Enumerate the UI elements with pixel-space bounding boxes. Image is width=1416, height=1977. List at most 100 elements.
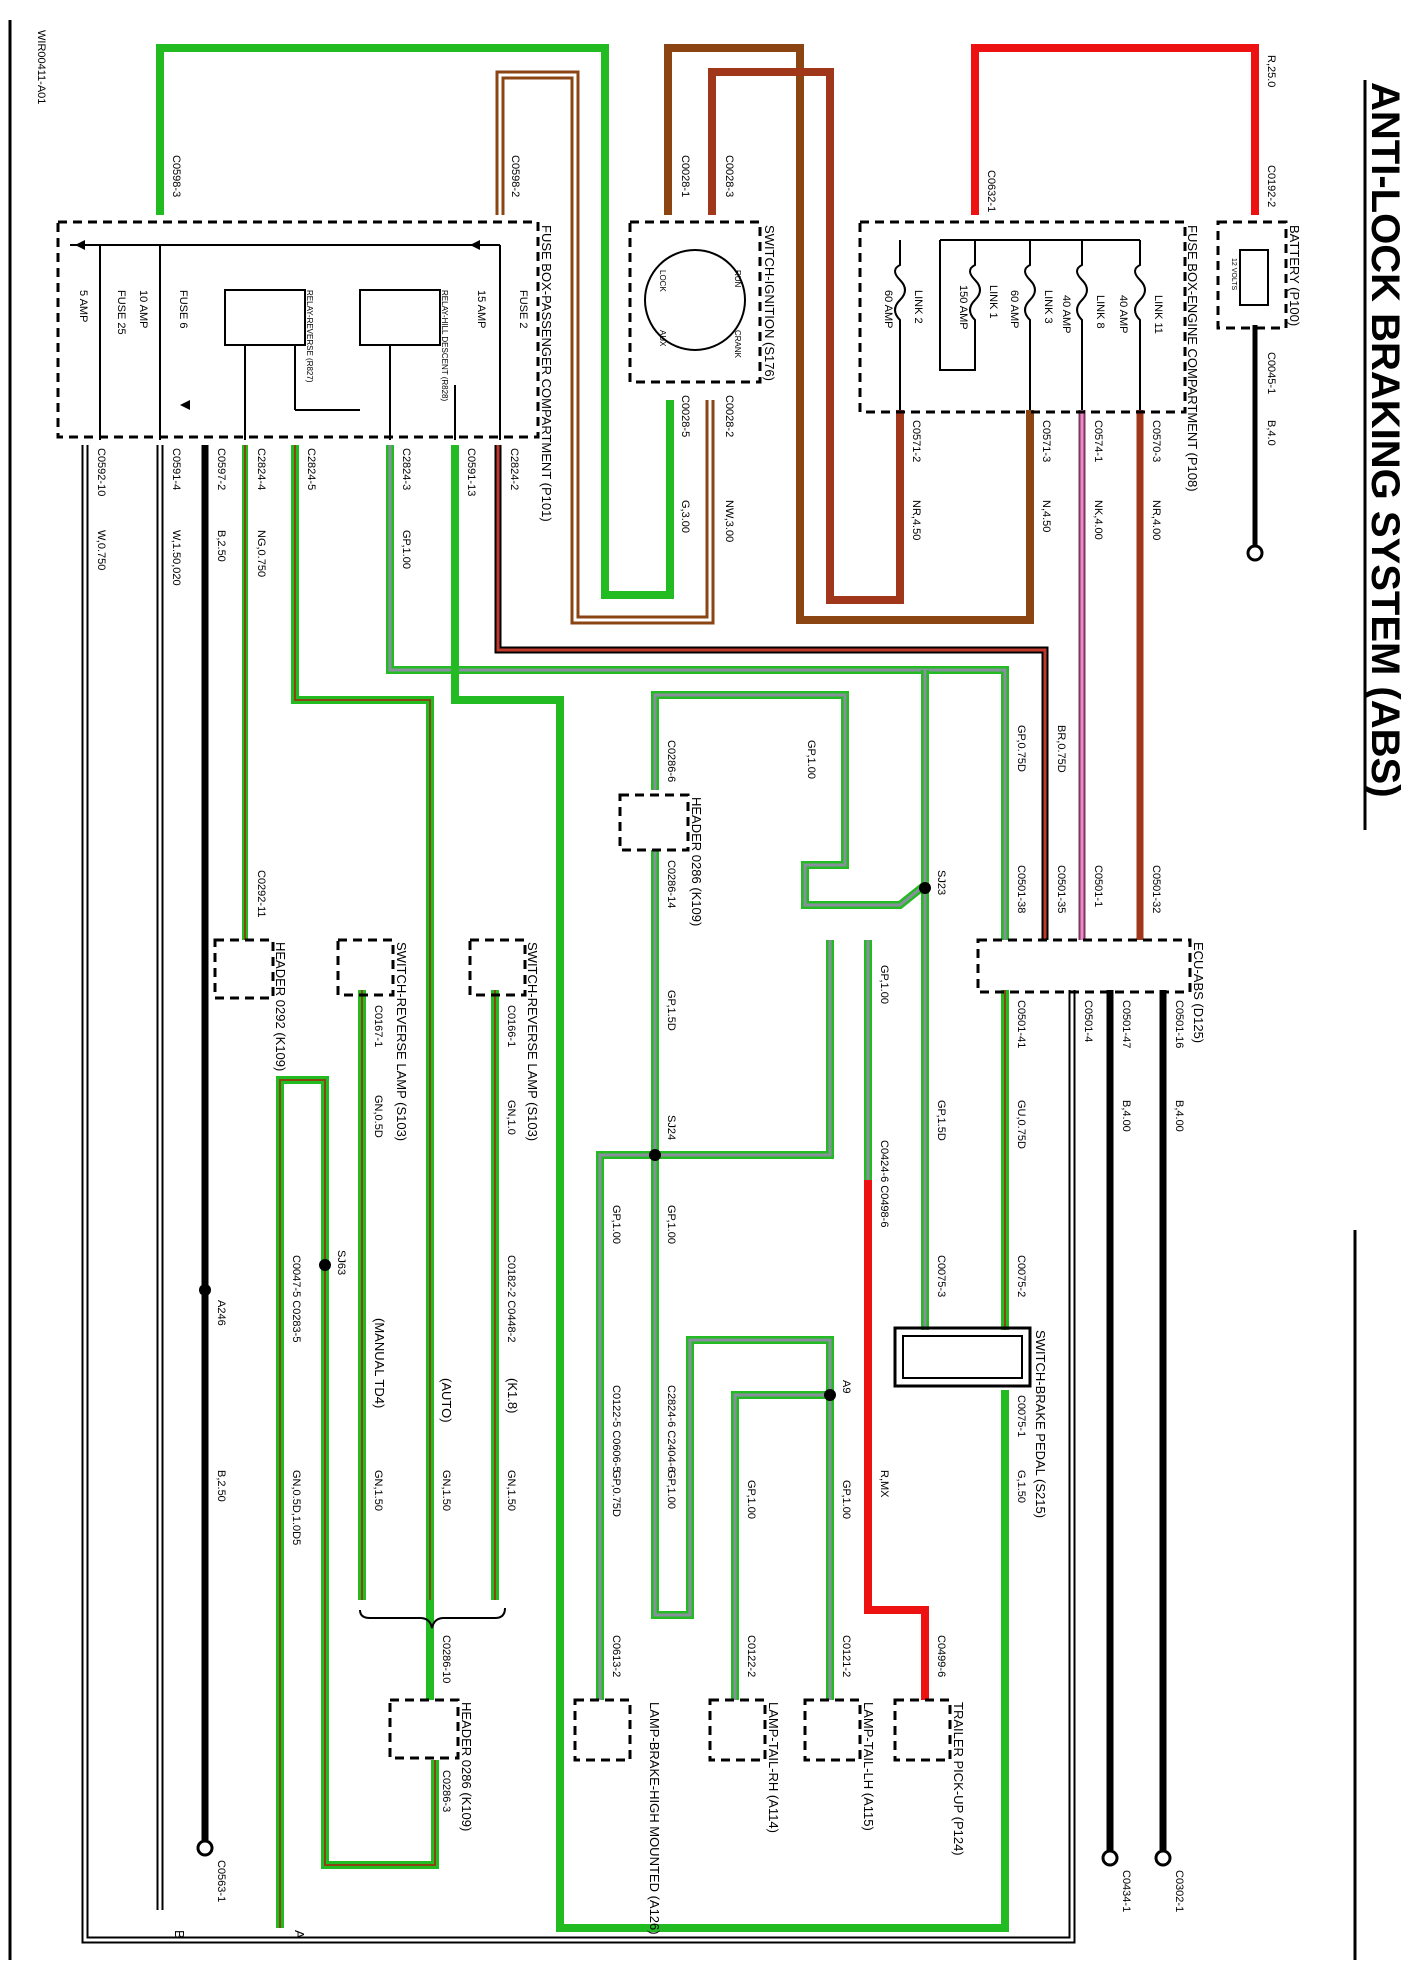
connector-label: C0501-47 (1120, 1000, 1132, 1048)
link-8-label: LINK 8 (1094, 295, 1106, 329)
connector-label: C0286-10 (440, 1635, 452, 1683)
wire-code: GU,0.75D (1015, 1100, 1027, 1149)
wire-code: N,4.50 (1040, 500, 1052, 532)
drawing-reference: WIR00411-A01 (35, 30, 47, 104)
battery-volts: 12 VOLTS (1230, 258, 1237, 290)
connector-label: C0598-2 (509, 155, 521, 197)
ecu-abs-label: ECU-ABS (D125) (1191, 942, 1206, 1043)
wire-ignition-green (156, 44, 674, 599)
switch-reverse-1-box (336, 938, 395, 997)
fuse-6-rating: 10 AMP (137, 290, 149, 329)
ignition-switch-box (628, 220, 762, 384)
wire-code: NR,4.50 (910, 500, 922, 540)
fuse-25-label: FUSE 25 (115, 290, 127, 335)
ign-run: RUN (733, 270, 742, 288)
wire-code: B,4.0 (1265, 420, 1277, 446)
fuse-2-label: FUSE 2 (517, 290, 529, 329)
connector-label: C0632-1 (985, 170, 997, 212)
wire-code: B,4.00 (1120, 1100, 1132, 1132)
lamp-tail-rh-box (708, 1698, 767, 1762)
connector-label: C0570-3 (1150, 420, 1162, 462)
connector-label: C0292-11 (255, 870, 267, 918)
fuse-box-engine (858, 220, 1187, 414)
ignition-switch-label: SWITCH-IGNITION (S176) (762, 225, 777, 381)
link-1-rating: 150 AMP (957, 285, 969, 330)
connector-label: C0501-32 (1150, 865, 1162, 913)
fuse-box-passenger-label: FUSE BOX-PASSENGER COMPARTMENT (P101) (539, 225, 554, 522)
connector-label: C0028-1 (679, 155, 691, 197)
wire-code: GN,0.5D (372, 1095, 384, 1138)
switch-brake-pedal-label: SWITCH-BRAKE PEDAL (S215) (1033, 1330, 1048, 1518)
connector-label: C0302-1 (1173, 1870, 1185, 1912)
connector-label: C2824-6 C2404-6 (665, 1385, 677, 1472)
variant-auto: (AUTO) (439, 1378, 454, 1423)
connector-label: C0501-38 (1015, 865, 1027, 913)
connector-label: C2824-4 (255, 448, 267, 490)
wire-code: GP,1.00 (878, 965, 890, 1004)
lamp-tail-lh-box (803, 1698, 862, 1762)
relay-reverse-label: RELAY-REVERSE (R827) (305, 290, 314, 383)
battery-icon (1239, 249, 1269, 306)
wire-code: GP,0.75D (1015, 725, 1027, 772)
ground-point-icon (1101, 1849, 1119, 1867)
link-2-rating: 60 AMP (882, 290, 894, 329)
connector-label: C0501-16 (1173, 1000, 1185, 1048)
wire-code: GN,0.5D,1.0D5 (290, 1470, 302, 1545)
lamp-brake-high-label: LAMP-BRAKE-HIGH MOUNTED (A126) (647, 1702, 662, 1935)
connector-label: C0047-5 C0283-5 (290, 1255, 302, 1342)
fuse-2-rating: 15 AMP (475, 290, 487, 329)
link-11-rating: 40 AMP (1117, 295, 1129, 334)
wire-layer (81, 44, 1264, 1944)
ignition-switch-icon (644, 249, 746, 351)
link-1-label: LINK 1 (987, 285, 999, 319)
header-0286-a-box (618, 793, 690, 852)
fuse-arrow-icon (75, 240, 85, 250)
connector-label: C0591-13 (465, 448, 477, 496)
wire-code: GP,0.75D (610, 1470, 622, 1517)
connector-label: C2824-5 (305, 448, 317, 490)
connector-label: C0121-2 (840, 1635, 852, 1677)
connector-label: C0028-2 (723, 395, 735, 437)
ground-point-icon (196, 1839, 214, 1857)
wire-code: GN,1.50 (505, 1470, 517, 1511)
splice-a246 (199, 1284, 211, 1296)
splice-label: SJ24 (665, 1115, 677, 1140)
wire-code: B,2.50 (215, 530, 227, 562)
connector-label: C0424-6 C0498-6 (878, 1140, 890, 1227)
connector-label: C0501-4 (1082, 1000, 1094, 1042)
header-0292-label: HEADER 0292 (K109) (273, 942, 288, 1071)
connector-label: C0501-35 (1055, 865, 1067, 913)
wire-code: BR,0.75D (1055, 725, 1067, 773)
relay-hill-label: RELAY-HILL DESCENT (R828) (440, 290, 449, 401)
wire-gp-tail (600, 905, 900, 1700)
header-0286-a-label: HEADER 0286 (K109) (689, 797, 704, 926)
connector-label: C0574-1 (1092, 420, 1104, 462)
ecu-abs-box (976, 938, 1192, 994)
switch-reverse-2-box (468, 938, 527, 997)
wire-link2-darkred (708, 68, 904, 604)
connector-label: C0028-5 (679, 395, 691, 437)
wire-code: GP,1.00 (400, 530, 412, 569)
wire-brake-green (451, 445, 1009, 1932)
connector-label: C0613-2 (610, 1635, 622, 1677)
wire-code: GP,1.00 (745, 1480, 757, 1519)
splice-labels: SJ23 SJ24 SJ63 A9 A246 (215, 870, 947, 1393)
connector-label: C0501-41 (1015, 1000, 1027, 1048)
connector-label: C0122-5 C0606-5 (610, 1385, 622, 1472)
splice-label: A246 (215, 1300, 227, 1326)
connector-label: C0075-2 (1015, 1255, 1027, 1297)
connector-label: C2824-2 (508, 448, 520, 490)
splice-label: SJ23 (935, 870, 947, 895)
link-11-label: LINK 11 (1152, 295, 1164, 334)
fuse-box-passenger (56, 220, 540, 439)
connector-label: C0286-3 (440, 1770, 452, 1812)
fuse-6-label: FUSE 6 (177, 290, 189, 329)
connector-label: C0182-2 C0448-2 (505, 1255, 517, 1342)
wire-code: GP,1.00 (610, 1205, 622, 1244)
wire-link3-brown (664, 44, 1034, 624)
trailer-label: TRAILER PICK-UP (P124) (951, 1702, 966, 1856)
connector-label: C0166-1 (505, 1005, 517, 1047)
wire-code-labels: R,25.0 B,4.0 NR,4.00 NK,4.00 N,4.50 NR,4… (95, 55, 1277, 1545)
connector-label: C0167-1 (372, 1005, 384, 1047)
